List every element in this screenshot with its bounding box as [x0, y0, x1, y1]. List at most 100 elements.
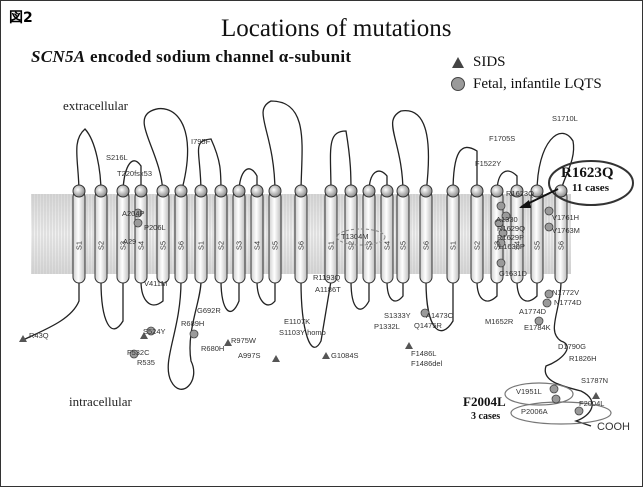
helix-segment — [195, 185, 207, 283]
sids-marker — [322, 352, 330, 359]
mutation-label: E1784K — [524, 323, 551, 332]
mutation-label: R1193Q — [313, 273, 340, 282]
segment-label: S4 — [383, 239, 392, 253]
mutation-label: F1486L — [411, 349, 436, 358]
segment-label: S5 — [271, 239, 280, 253]
helix-segment — [117, 185, 129, 283]
lqts-marker — [497, 202, 505, 210]
helix-segment — [233, 185, 245, 283]
segment-label: S2 — [97, 239, 106, 253]
mutation-label: D1790G — [558, 342, 586, 351]
mutation-label: A1330 — [496, 215, 518, 224]
segment-label: S2 — [217, 239, 226, 253]
mutation-label: R680H — [201, 344, 224, 353]
sids-marker — [272, 355, 280, 362]
mutation-label: T1304M — [341, 232, 369, 241]
mutation-label: R1623Q — [506, 189, 534, 198]
mutation-label: S1103Y homo — [279, 328, 326, 337]
segment-label: S1 — [327, 239, 336, 253]
helix-segment — [95, 185, 107, 283]
segment-label: S5 — [399, 239, 408, 253]
sids-marker — [592, 392, 600, 399]
helix-segment — [471, 185, 483, 283]
mutation-label: V1951L — [516, 387, 542, 396]
mutation-label: M1652R — [485, 317, 513, 326]
sids-marker — [405, 342, 413, 349]
mutation-label: F1486del — [411, 359, 442, 368]
mutation-label: V411M — [144, 279, 167, 288]
mutation-label: A1473C — [426, 311, 453, 320]
segment-label: S1 — [197, 239, 206, 253]
mutation-label: F1705S — [489, 134, 515, 143]
segment-label: S3 — [235, 239, 244, 253]
mutation-label: A204P — [122, 209, 145, 218]
segment-label: S6 — [557, 239, 566, 253]
mutation-label: S1710L — [552, 114, 578, 123]
helix-segment — [420, 185, 432, 283]
mutation-label: N1774D — [554, 298, 582, 307]
mutation-label: S216L — [106, 153, 128, 162]
segment-label: S5 — [159, 239, 168, 253]
mutation-label: R689H — [181, 319, 204, 328]
segment-label: S2 — [473, 239, 482, 253]
lqts-marker — [543, 299, 551, 307]
segment-label: S1 — [75, 239, 84, 253]
mutation-label: R1629P — [497, 233, 524, 242]
mutation-label: E1107K — [284, 317, 310, 326]
segment-label: S6 — [297, 239, 306, 253]
mutation-label: P206L — [144, 223, 166, 232]
mutation-label: F2004L — [579, 399, 604, 408]
r1623q-highlight-label: R1623Q — [561, 165, 614, 182]
mutation-label: A997S — [238, 351, 261, 360]
helix-segment — [157, 185, 169, 283]
mutation-label: V1761H — [552, 213, 579, 222]
mutation-label: T220fsx53 — [117, 169, 152, 178]
mutation-label: F532C — [127, 348, 150, 357]
mutation-label: A29 — [123, 237, 136, 246]
mutation-label: S1787N — [581, 376, 608, 385]
mutation-label: P1332L — [374, 322, 400, 331]
lqts-marker — [190, 330, 198, 338]
mutation-label: G692R — [197, 306, 221, 315]
lqts-marker — [575, 407, 583, 415]
lqts-marker — [550, 385, 558, 393]
helix-segment — [295, 185, 307, 283]
mutation-label: G1631D — [499, 269, 527, 278]
helix-segment — [397, 185, 409, 283]
segment-label: S6 — [422, 239, 431, 253]
mutation-label: G1084S — [331, 351, 359, 360]
mutation-label: R1826H — [569, 354, 597, 363]
helix-segment — [325, 185, 337, 283]
mutation-label: S1333Y — [384, 311, 411, 320]
mutation-label: L1630P — [499, 242, 525, 251]
mutation-label: A1774D — [519, 307, 546, 316]
segment-label: S1 — [449, 239, 458, 253]
mutation-label: R975W — [231, 336, 256, 345]
helix-segment — [447, 185, 459, 283]
helix-segment — [251, 185, 263, 283]
f2004l-case-count: 3 cases — [471, 411, 500, 422]
lqts-marker — [552, 395, 560, 403]
segment-label: S5 — [533, 239, 542, 253]
mutation-label: R1629Q — [497, 224, 525, 233]
mutation-label: R535 — [137, 358, 155, 367]
f2004l-highlight-label: F2004L — [463, 394, 506, 410]
r1623q-case-count: 11 cases — [572, 182, 609, 194]
segment-label: S6 — [177, 239, 186, 253]
mutation-label: S524Y — [143, 327, 166, 336]
lqts-marker — [497, 259, 505, 267]
mutation-label: F1522Y — [475, 159, 501, 168]
helix-segment — [73, 185, 85, 283]
mutation-label: I795F — [191, 137, 210, 146]
mutation-label: N1772V — [552, 288, 579, 297]
mutation-label: P2006A — [521, 407, 548, 416]
mutation-label: A1186T — [315, 285, 341, 294]
helix-segment — [269, 185, 281, 283]
segment-label: S4 — [253, 239, 262, 253]
mutation-label: V1763M — [552, 226, 580, 235]
helix-segment — [135, 185, 147, 283]
mutation-label: R43Q — [29, 331, 49, 340]
helix-segment — [215, 185, 227, 283]
lqts-marker — [134, 219, 142, 227]
